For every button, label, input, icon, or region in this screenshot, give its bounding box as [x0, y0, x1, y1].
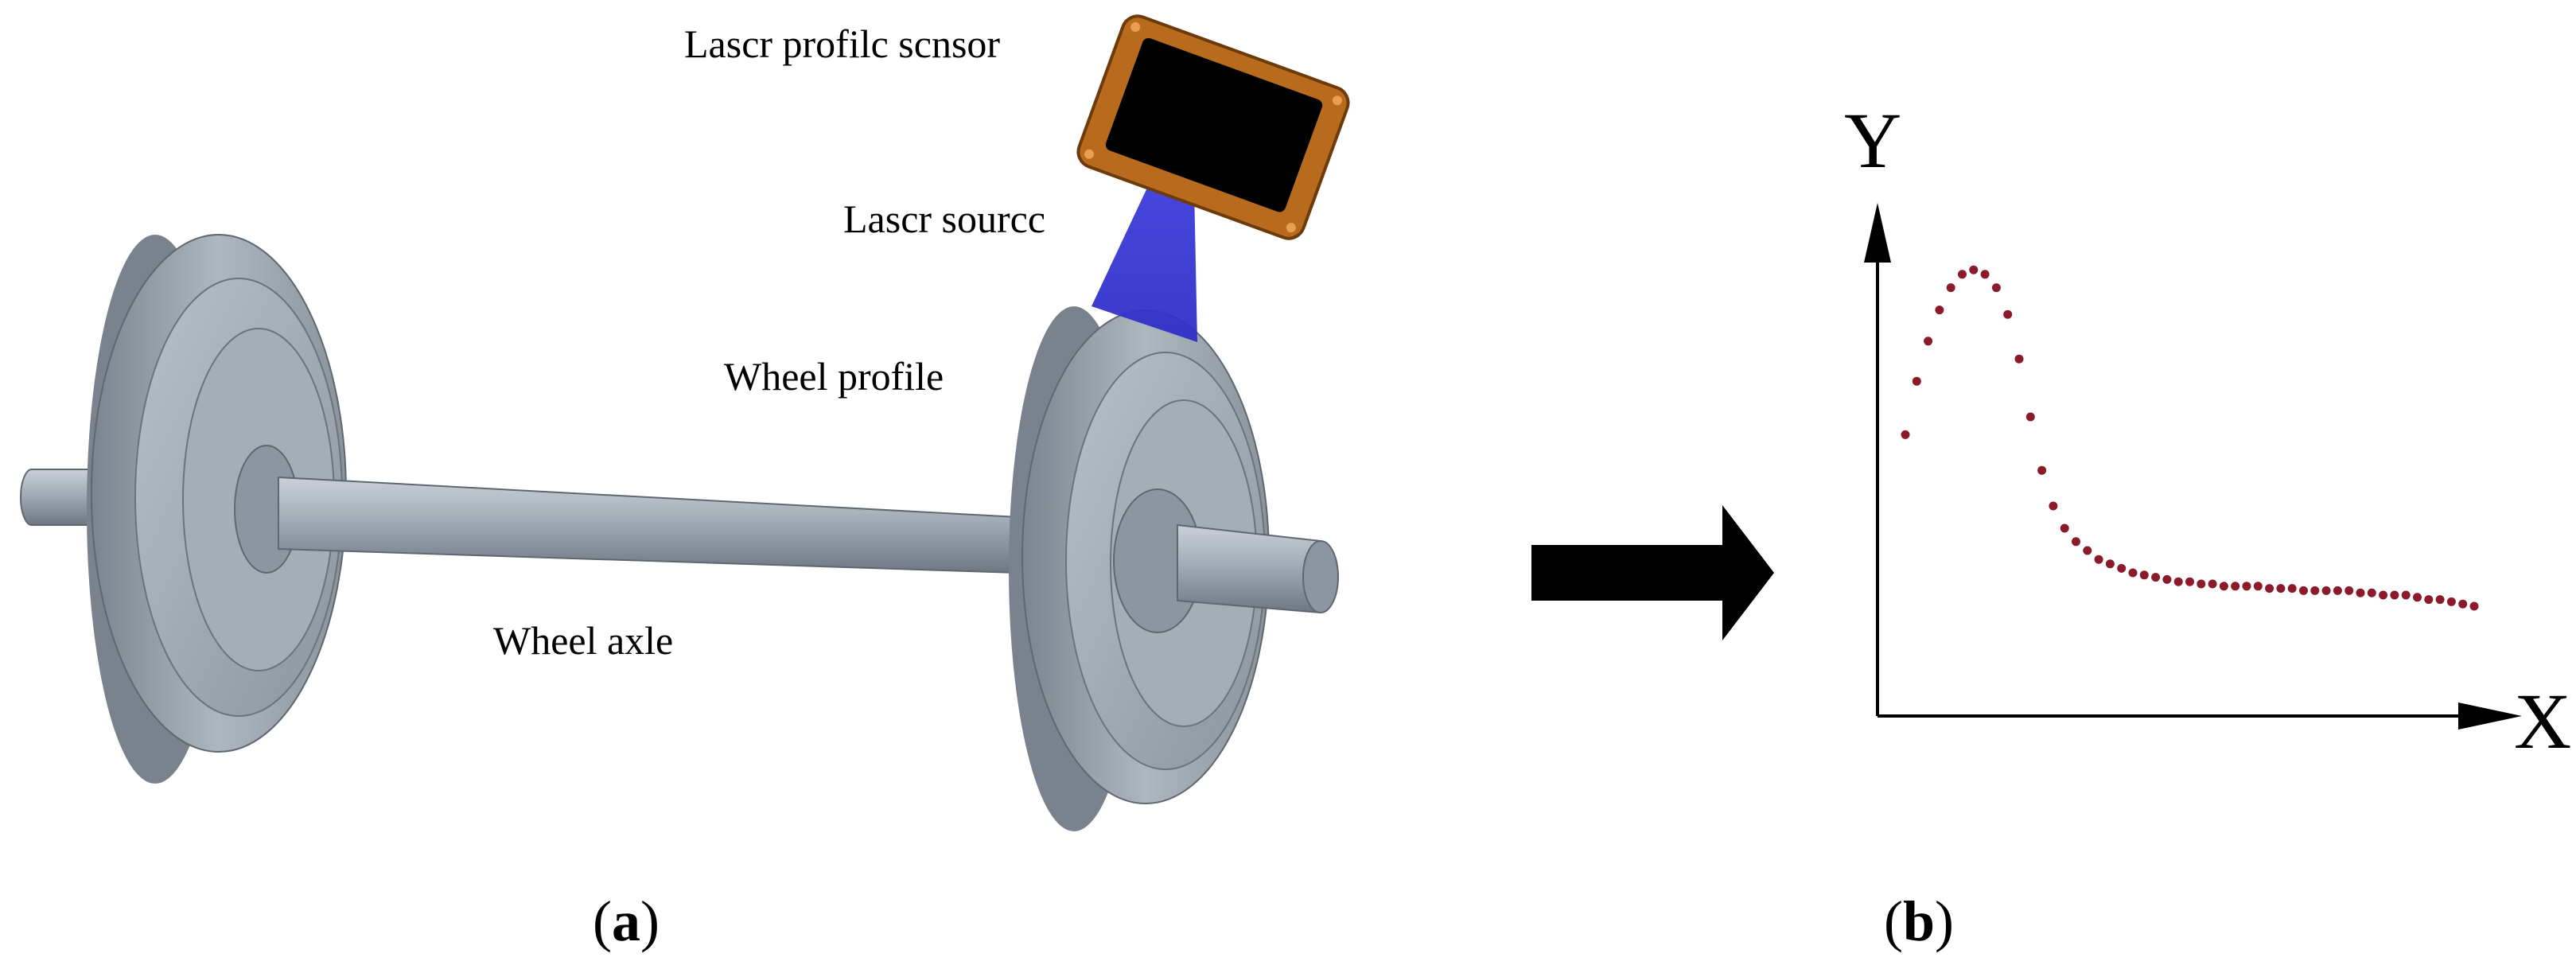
profile-point [2299, 586, 2308, 595]
y-axis-arrowhead [1864, 203, 1891, 263]
profile-plot: Y X [1844, 96, 2571, 765]
profile-point [2094, 555, 2103, 564]
profile-point [1969, 265, 1979, 274]
profile-point [1901, 430, 1910, 439]
y-axis-label: Y [1844, 96, 1901, 185]
profile-point [2413, 593, 2422, 602]
profile-point [2231, 582, 2240, 591]
right-wheel [1009, 306, 1270, 831]
profile-point [2469, 601, 2479, 611]
profile-point [2139, 570, 2149, 580]
profile-point [2072, 537, 2080, 547]
profile-point [2105, 559, 2115, 569]
profile-point [2014, 354, 2024, 364]
profile-point [2083, 546, 2092, 555]
profile-point [2287, 584, 2297, 593]
profile-points [1901, 265, 2479, 611]
profile-point [2128, 568, 2138, 578]
profile-label: Wheel profile [724, 354, 944, 399]
main-axle [278, 476, 1019, 574]
profile-point [2025, 412, 2035, 422]
profile-point [2185, 577, 2194, 586]
right-axle-end [1302, 540, 1339, 613]
profile-point [2003, 309, 2013, 319]
profile-point [2049, 501, 2058, 511]
profile-point [2333, 586, 2342, 595]
sensor-label: Lascr profilc scnsor [684, 21, 1000, 66]
profile-point [2424, 595, 2434, 605]
profile-point [2173, 577, 2183, 586]
right-axle-stub [1177, 523, 1321, 614]
source-label: Lascr sourcc [843, 197, 1045, 241]
wheelset-illustration [20, 234, 1339, 831]
profile-point [2253, 582, 2263, 591]
profile-point [1935, 305, 1944, 315]
profile-point [2162, 574, 2172, 584]
profile-point [2446, 597, 2456, 606]
profile-point [2060, 523, 2069, 533]
profile-point [1980, 270, 1990, 279]
laser-profile-sensor [1076, 14, 1350, 240]
caption-a: (a) [593, 889, 660, 953]
profile-point [1912, 376, 1921, 386]
profile-point [2401, 590, 2411, 600]
profile-point [2037, 465, 2047, 475]
profile-point [2151, 573, 2161, 582]
profile-point [2390, 590, 2399, 600]
profile-point [1924, 337, 1933, 346]
profile-point [1991, 283, 2001, 293]
profile-point [1946, 283, 1955, 293]
profile-point [2367, 588, 2376, 597]
caption-b: (b) [1884, 889, 1954, 953]
axle-label: Wheel axle [493, 618, 673, 663]
profile-point [2276, 584, 2286, 593]
profile-point [2344, 586, 2354, 595]
profile-point [2458, 599, 2468, 609]
profile-point [2356, 588, 2365, 597]
profile-point [1958, 270, 1967, 279]
profile-point [2219, 582, 2228, 591]
profile-point [2310, 586, 2320, 595]
profile-point [2435, 595, 2445, 605]
profile-point [2242, 582, 2251, 591]
profile-point [2208, 579, 2217, 589]
right-arrow-icon [1531, 505, 1774, 640]
profile-point [2265, 584, 2274, 593]
profile-point [2379, 590, 2388, 600]
x-axis-label: X [2514, 677, 2571, 765]
profile-point [2117, 563, 2127, 573]
x-axis-arrowhead [2458, 702, 2522, 730]
profile-point [2197, 579, 2206, 589]
profile-point [2321, 586, 2331, 595]
